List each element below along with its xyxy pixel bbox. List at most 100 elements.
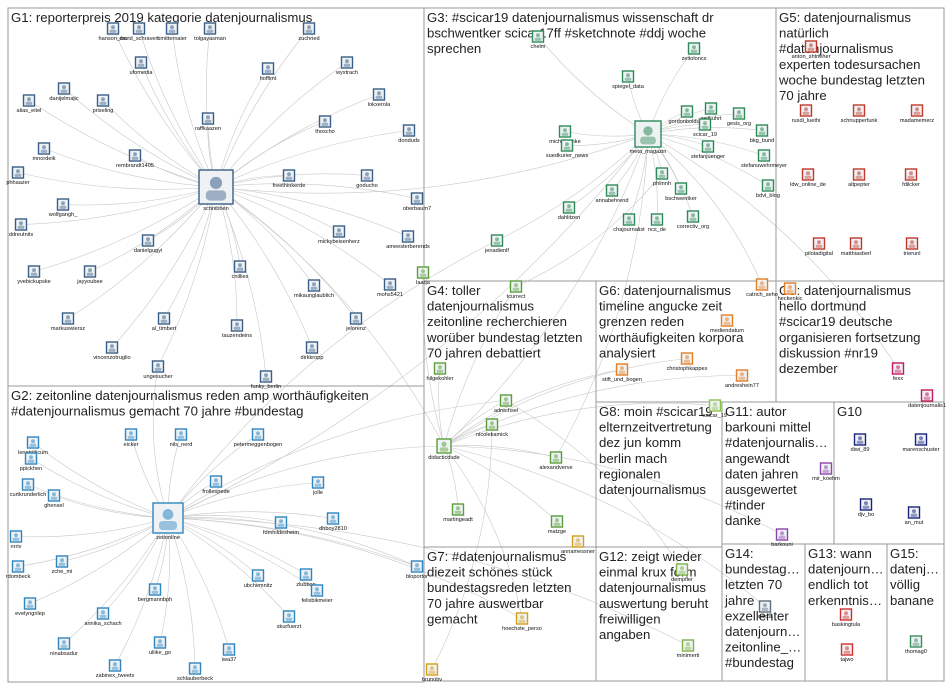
- user-node-madamemerz[interactable]: madamemerz: [900, 105, 934, 124]
- user-node-pilotadigital[interactable]: pilotadigital: [805, 238, 833, 257]
- user-node-schnupperfunk[interactable]: schnupperfunk: [841, 105, 878, 124]
- user-node-rembrandt1405[interactable]: rembrandt1405: [116, 150, 154, 169]
- user-node-barkouni[interactable]: barkouni: [771, 529, 792, 548]
- user-node-dahlitzen[interactable]: dahlitzen: [558, 202, 580, 221]
- user-node-zabinex-tweets[interactable]: zabinex_tweets: [96, 660, 135, 679]
- user-node-yvebickupske[interactable]: yvebickupske: [17, 266, 51, 285]
- user-node-nils-nerd[interactable]: nils_nerd: [170, 429, 193, 448]
- user-node-raffkaazen[interactable]: raffkaazen: [195, 113, 221, 132]
- user-node-hoechste-perso[interactable]: hoechste_perso: [502, 613, 542, 632]
- user-node-zche-mi[interactable]: zche_mi: [52, 556, 73, 575]
- user-node-vincenzotruglio[interactable]: vincenzotruglio: [93, 342, 130, 361]
- user-node-mediendatum[interactable]: mediendatum: [710, 315, 744, 334]
- user-node-laaqa[interactable]: laaqa: [416, 267, 431, 286]
- user-node-adrechsel[interactable]: adrechsel: [494, 395, 518, 414]
- user-node-fdilcker[interactable]: fdilcker: [902, 169, 920, 188]
- user-node-eicker[interactable]: eicker: [124, 429, 139, 448]
- user-node-danijelmajic[interactable]: danijelmajic: [49, 83, 78, 102]
- user-node-tcurrect[interactable]: tcurrect: [507, 281, 526, 300]
- user-node-dhboy2810[interactable]: dhboy2810: [319, 513, 347, 532]
- user-node-an-mut[interactable]: an_mut: [905, 507, 924, 526]
- user-node-iwa37[interactable]: iwa37: [222, 644, 237, 663]
- user-node-altpepter[interactable]: altpepter: [848, 169, 870, 188]
- user-node-wyxtrach[interactable]: wyxtrach: [335, 57, 358, 76]
- user-node-annika-schach[interactable]: annika_schach: [84, 608, 121, 627]
- user-node-stefanjuenger[interactable]: stefanjuenger: [691, 141, 725, 160]
- user-node-dacta[interactable]: dacta: [758, 601, 773, 620]
- user-node-chajournalist[interactable]: chajournalist: [613, 214, 645, 233]
- user-node-matthiasberl[interactable]: matthiasberl: [841, 238, 871, 257]
- user-node-mir-koehm[interactable]: mir_koehm: [812, 463, 840, 482]
- user-node-fexx[interactable]: fexx: [893, 363, 904, 382]
- user-node-schnibben[interactable]: schnibben: [199, 170, 233, 212]
- user-node-ninabsadur[interactable]: ninabsadur: [50, 638, 78, 657]
- user-node-mikaunglaublich[interactable]: mikaunglaublich: [294, 280, 334, 299]
- user-node-martingeadt[interactable]: martingeadt: [443, 504, 473, 523]
- user-node-bergmannbph[interactable]: bergmannbph: [138, 584, 173, 603]
- user-node-tolgayasman[interactable]: tolgayasman: [194, 23, 226, 42]
- user-node-lokxerola[interactable]: lokxerola: [368, 89, 391, 108]
- user-node-mickybeisenherz[interactable]: mickybeisenherz: [318, 226, 360, 245]
- user-node-ufomedia[interactable]: ufomedia: [129, 57, 153, 76]
- user-node-nrriv[interactable]: nrriv: [11, 531, 22, 550]
- user-node-wolfgangh[interactable]: wolfgangh_: [48, 199, 79, 218]
- user-node-ghensel[interactable]: ghensel: [44, 490, 64, 509]
- user-node-datenjournalis1[interactable]: datenjournalis1: [908, 390, 946, 409]
- user-node-mnordeik[interactable]: mnordeik: [32, 143, 55, 162]
- user-node-uliike-go[interactable]: uliike_go: [149, 637, 171, 656]
- user-node-tajwo[interactable]: tajwo: [840, 644, 853, 663]
- user-node-spiegel-data[interactable]: spiegel_data: [612, 71, 645, 90]
- user-node-phhaazer[interactable]: phhaazer: [6, 167, 29, 186]
- user-node-oberbaum7[interactable]: oberbaum7: [403, 193, 431, 212]
- user-node-catrich-seho[interactable]: catrich_seho: [746, 279, 778, 298]
- user-node-gesis-org[interactable]: gesis_org: [727, 108, 751, 127]
- user-node-markuswiersz[interactable]: markuswiersz: [51, 313, 85, 332]
- user-node-ameesterberends[interactable]: ameesterberends: [386, 231, 430, 250]
- user-node-baskingtula[interactable]: baskingtula: [832, 609, 861, 628]
- user-node-zeitoloncs[interactable]: zeitoloncs: [682, 43, 707, 62]
- user-node-skurfuerzt[interactable]: skurfuerzt: [277, 611, 302, 630]
- user-node-schlauberbeck[interactable]: schlauberbeck: [177, 663, 213, 682]
- user-node-funky-berlin[interactable]: funky_berlin: [251, 371, 281, 390]
- user-node-stift-und-bogen[interactable]: stift_und_bogen: [602, 364, 642, 383]
- user-node-chelm[interactable]: chelm: [531, 31, 546, 50]
- user-node-marenschuster[interactable]: marenschuster: [903, 434, 940, 453]
- user-node-priseling[interactable]: priseling: [93, 95, 114, 114]
- user-node-jenadienlf[interactable]: jenadienlf: [484, 235, 509, 254]
- user-node-zuchried[interactable]: zuchried: [298, 23, 319, 42]
- user-node-diwi-89[interactable]: diwi_89: [851, 434, 870, 453]
- user-node-thomag0[interactable]: thomag0: [905, 636, 927, 655]
- user-node-ldw-online-de[interactable]: ldw_online_de: [790, 169, 826, 188]
- user-node-jolle[interactable]: jolle: [312, 477, 323, 496]
- user-node-donduds[interactable]: donduds: [398, 125, 420, 144]
- user-node-meta-magazin[interactable]: meta_magazin: [630, 121, 667, 155]
- user-node-goducho[interactable]: goducho: [356, 170, 377, 189]
- user-node-evelyngrilep[interactable]: evelyngrilep: [15, 598, 45, 617]
- user-node-bmitternaier[interactable]: bmitternaier: [157, 23, 187, 42]
- user-node-phlinnh[interactable]: phlinnh: [653, 168, 671, 187]
- user-node-petermeggenbogen[interactable]: petermeggenbogen: [234, 429, 283, 448]
- user-node-trierunl[interactable]: trierunl: [903, 238, 920, 257]
- user-node-ungesucher[interactable]: ungesucher: [143, 361, 172, 380]
- user-node-correctiv-org[interactable]: correctiv_org: [677, 211, 709, 230]
- user-node-hilgekohler[interactable]: hilgekohler: [426, 363, 453, 382]
- user-node-rusdi-luethi[interactable]: rusdi_luethi: [792, 105, 821, 124]
- user-node-zeitonline[interactable]: zeitonline: [153, 503, 183, 541]
- user-node-brunobv[interactable]: brunobv: [422, 664, 442, 683]
- user-node-alias-eitel[interactable]: alias_eitel: [17, 95, 42, 114]
- user-node-hoffimt[interactable]: hoffimt: [260, 63, 277, 82]
- user-node-frollespede[interactable]: frollespede: [202, 476, 229, 495]
- user-node-minimerti[interactable]: minimerti: [677, 640, 700, 659]
- user-node-andreshein77[interactable]: andreshein77: [725, 370, 759, 389]
- user-node-ddreutnitx[interactable]: ddreutnitx: [9, 219, 34, 238]
- user-node-curtkrunderlich[interactable]: curtkrunderlich: [10, 479, 47, 498]
- user-node-rdombeck[interactable]: rdombeck: [6, 561, 31, 580]
- user-node-bkg-bund[interactable]: bkg_bund: [750, 125, 775, 144]
- user-node-david-schraven[interactable]: david_schraven: [119, 23, 158, 42]
- user-node-djv-bo[interactable]: djv_bo: [858, 499, 874, 518]
- user-node-mohs5421[interactable]: mohs5421: [377, 279, 403, 298]
- user-node-didacticdude[interactable]: didacticdude: [428, 439, 459, 461]
- user-node-tauzendeins[interactable]: tauzendeins: [222, 320, 252, 339]
- user-node-christophkappes[interactable]: christophkappes: [667, 353, 708, 372]
- user-node-stefanuwehrmeyer[interactable]: stefanuwehrmeyer: [741, 150, 787, 169]
